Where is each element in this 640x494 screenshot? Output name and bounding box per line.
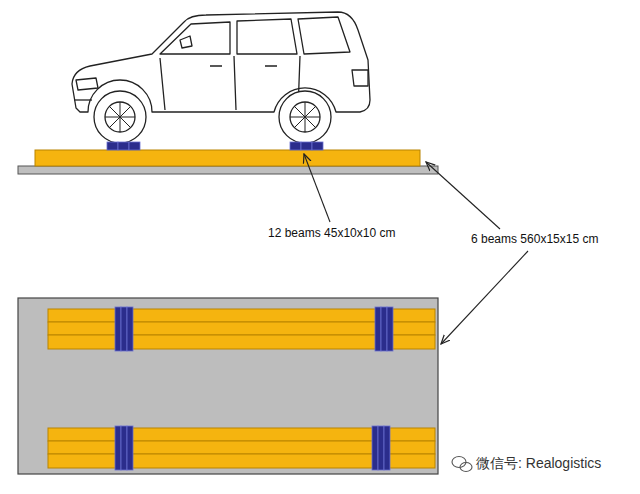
leader-arrow [304, 154, 528, 344]
label-holder: 12 beams 45x10x10 cm [268, 226, 395, 240]
short-beam-side [107, 142, 323, 150]
watermark: 微信号: Realogistics [476, 455, 601, 471]
wechat-icon [452, 457, 472, 472]
label-holder: 微信号: Realogistics [476, 455, 601, 471]
platform-top [18, 298, 438, 474]
platform-side [18, 166, 438, 174]
label-holder: 6 beams 560x15x15 cm [471, 232, 598, 246]
long-beam-side [35, 150, 420, 166]
short-beam-top [115, 307, 393, 470]
dimension-label: 6 beams 560x15x15 cm [471, 232, 598, 246]
wheel [94, 91, 331, 143]
dimension-label: 12 beams 45x10x10 cm [268, 226, 395, 240]
